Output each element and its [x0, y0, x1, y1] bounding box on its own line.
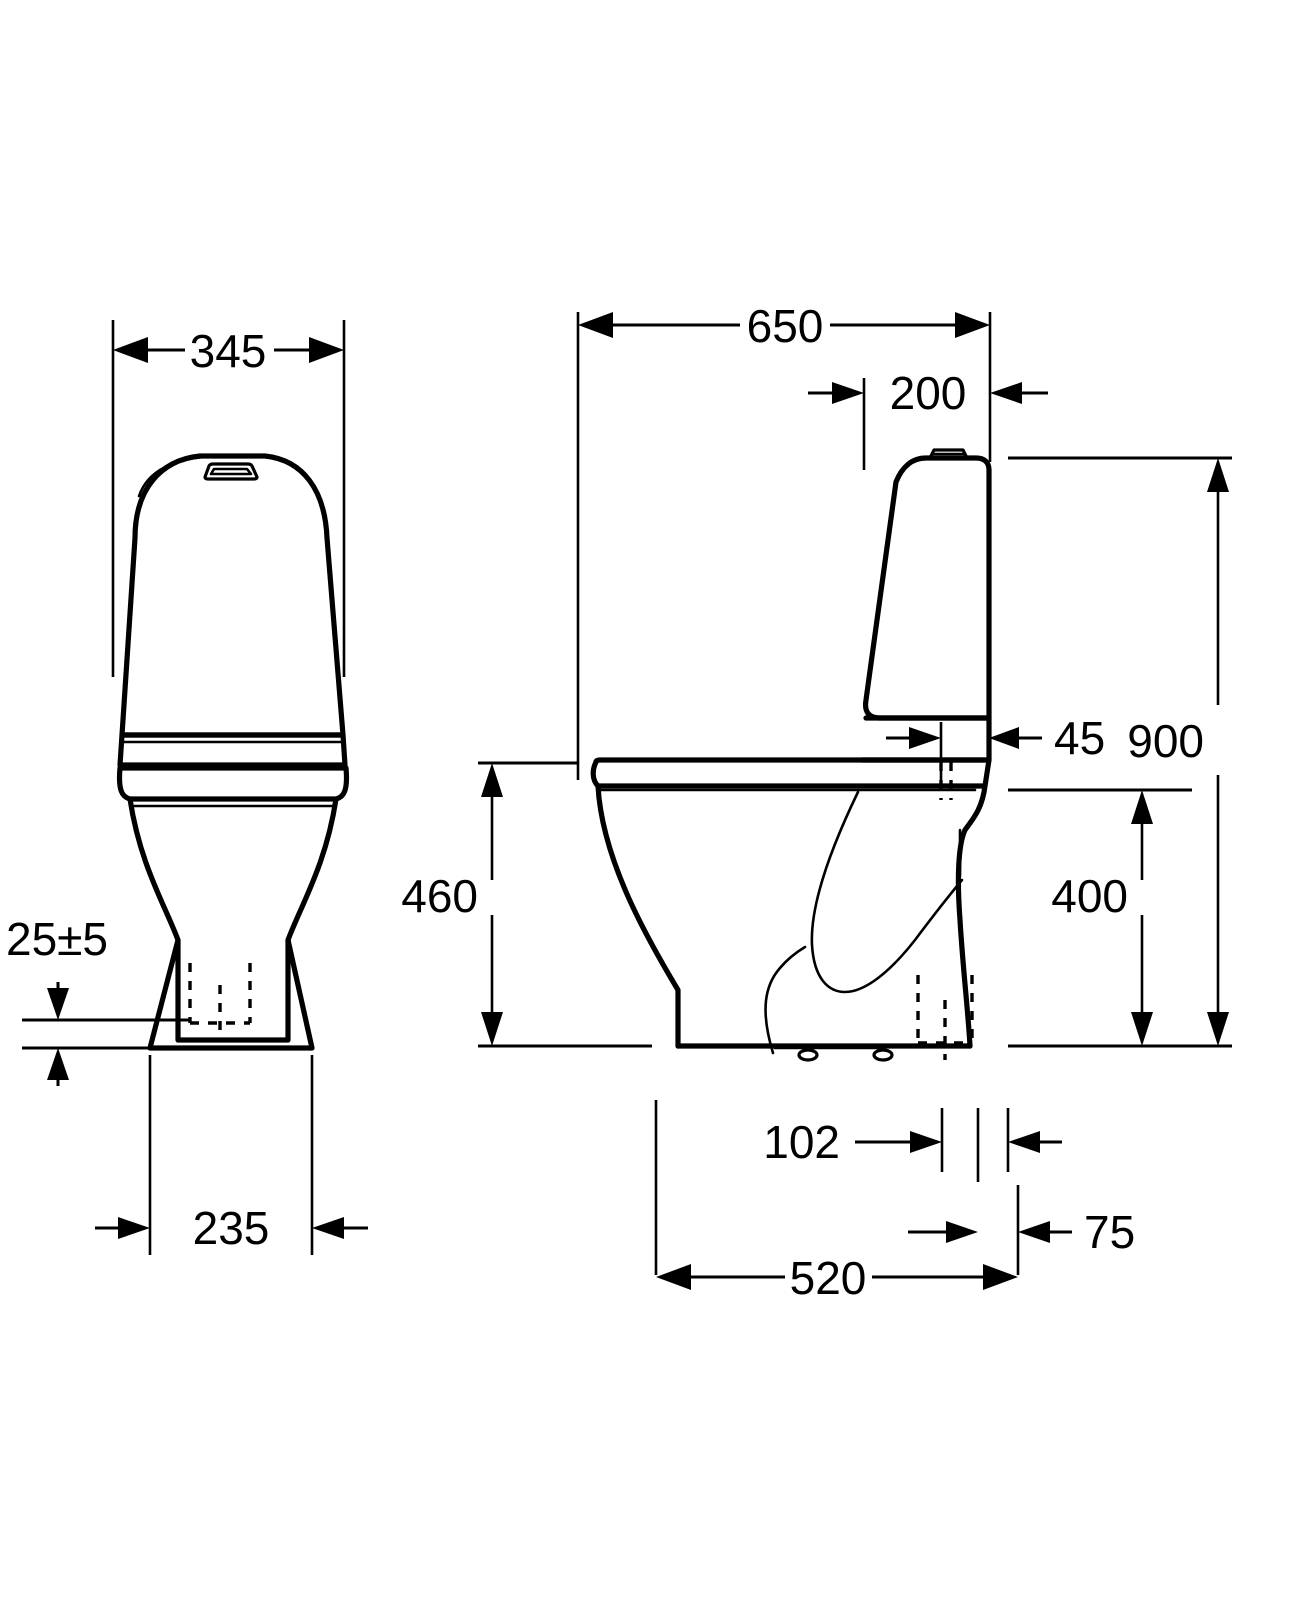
dim-label-102: 102	[763, 1116, 840, 1168]
arrow-45-left	[909, 727, 941, 749]
tank-lid-seam-left	[137, 455, 207, 498]
arrow-460-down	[481, 1012, 503, 1046]
arrow-75-left	[1018, 1221, 1050, 1243]
pedestal-base	[147, 937, 315, 1051]
arrow-520-right	[983, 1264, 1018, 1290]
arrow-25-down	[47, 988, 69, 1020]
bowl-seat-ring	[116, 765, 350, 802]
dim-label-345: 345	[190, 325, 267, 377]
arrow-400-down	[1131, 1012, 1153, 1046]
arrow-345-left	[113, 337, 148, 363]
arrow-gap-left	[1008, 1131, 1040, 1153]
floor-fixing-hole-right	[872, 1048, 894, 1062]
arrow-75-right	[946, 1221, 978, 1243]
dim-label-235: 235	[193, 1202, 270, 1254]
arrow-460-up	[481, 763, 503, 797]
dim-label-520: 520	[790, 1252, 867, 1304]
arrow-200-left	[832, 382, 864, 404]
rim-band	[117, 732, 348, 768]
arrow-45-right	[989, 727, 1019, 749]
dim-label-200: 200	[890, 367, 967, 419]
internal-trap-siphon	[810, 790, 964, 994]
dim-label-460: 460	[401, 870, 478, 922]
cistern-tank	[119, 453, 346, 738]
dim-label-45: 45	[1054, 712, 1105, 764]
seat-rim-side	[590, 757, 992, 789]
toilet-bowl-front	[127, 796, 339, 1043]
bowl-side-front-profile	[595, 783, 681, 1049]
floor-fixing-hole-left	[797, 1048, 819, 1062]
dim-label-25: 25±5	[6, 913, 108, 965]
dim-label-650: 650	[747, 300, 824, 352]
arrow-235-right	[312, 1217, 344, 1239]
arrow-900-up	[1207, 458, 1229, 492]
arrow-400-up	[1131, 790, 1153, 824]
dim-label-400: 400	[1051, 870, 1128, 922]
arrow-345-right	[309, 337, 344, 363]
arrow-650-right	[955, 312, 990, 338]
cistern-side	[862, 455, 992, 721]
dim-label-900: 900	[1127, 715, 1204, 767]
arrow-650-left	[578, 312, 613, 338]
dim-label-75: 75	[1084, 1206, 1135, 1258]
arrow-900-down	[1207, 1012, 1229, 1046]
arrow-200-right	[990, 382, 1022, 404]
arrow-235-left	[118, 1217, 150, 1239]
flush-button-inner	[209, 467, 253, 476]
arrow-102-right	[910, 1131, 942, 1153]
front-view-group: 345	[6, 320, 368, 1255]
bowl-side-rear-profile	[955, 783, 988, 1049]
arrow-520-left	[656, 1264, 691, 1290]
flush-button-side[interactable]	[928, 448, 969, 460]
bowl-inner-wash-curve	[764, 945, 807, 1055]
flush-button[interactable]	[203, 462, 259, 481]
arrow-25-up	[47, 1048, 69, 1080]
side-view-group: 650 200	[401, 300, 1232, 1304]
